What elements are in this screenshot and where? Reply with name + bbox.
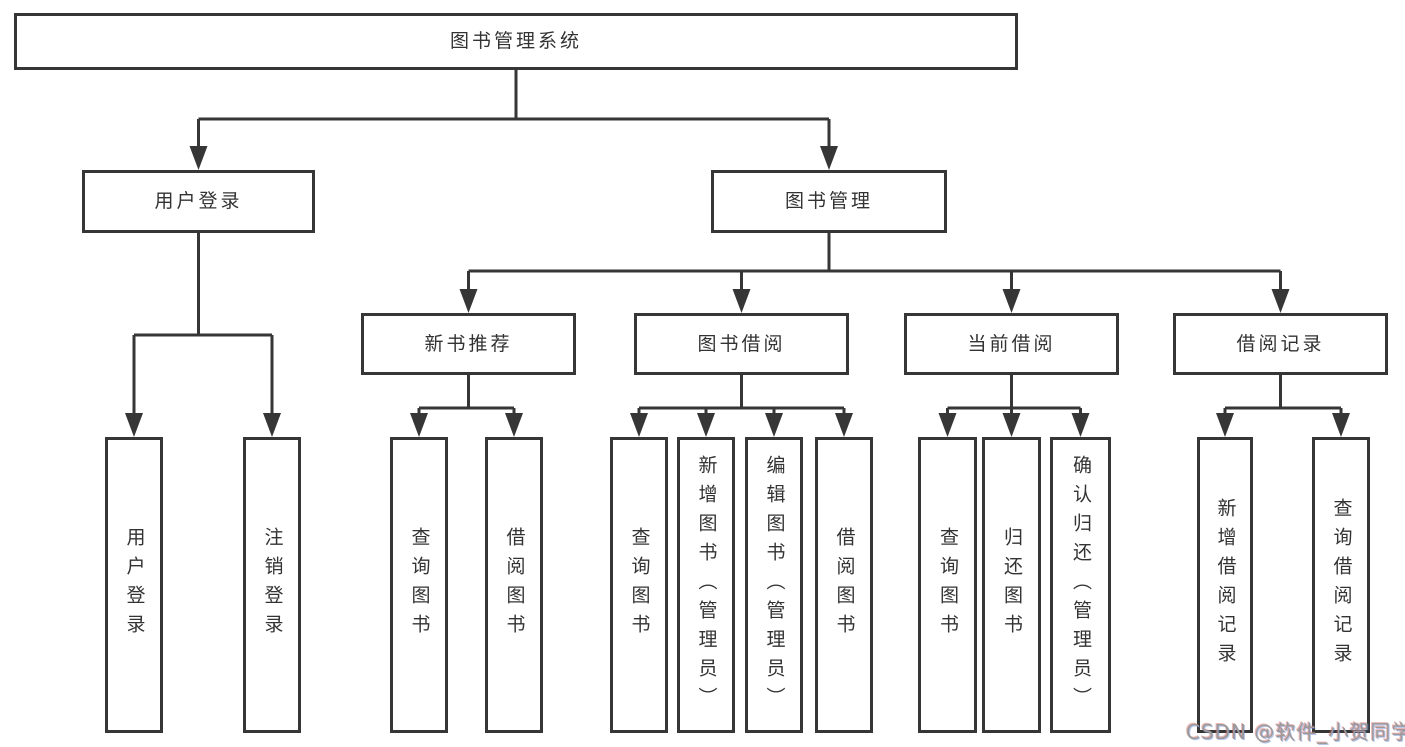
leaf-query-borrow-record-label: 查询借阅记录 xyxy=(1330,498,1353,672)
node-book-management-label: 图书管理 xyxy=(784,190,873,213)
node-book-borrowing-label: 图书借阅 xyxy=(697,332,786,355)
arrowhead-down-icon xyxy=(410,413,428,437)
connector-user-login xyxy=(125,233,281,437)
arrowhead-down-icon xyxy=(189,146,208,170)
node-book-borrowing: 图书借阅 xyxy=(634,313,849,375)
connector-root xyxy=(189,70,838,170)
arrowhead-down-icon xyxy=(938,413,957,437)
arrowhead-down-icon xyxy=(630,413,648,437)
connector-new-book-recommend xyxy=(410,375,523,437)
leaf-user-login-label: 用户登录 xyxy=(123,527,146,643)
node-new-book-recommend: 新书推荐 xyxy=(361,313,576,375)
node-user-login: 用户登录 xyxy=(82,170,315,233)
leaf-add-book-admin-label: 新增图书（管理员） xyxy=(695,454,718,716)
leaf-query-borrow-record: 查询借阅记录 xyxy=(1312,437,1370,733)
leaf-confirm-return-admin-label: 确认归还（管理员） xyxy=(1070,454,1092,716)
connector-book-borrowing xyxy=(630,375,853,437)
arrowhead-down-icon xyxy=(1071,413,1090,437)
leaf-add-borrow-record-label: 新增借阅记录 xyxy=(1214,498,1237,672)
arrowhead-down-icon xyxy=(697,413,715,437)
node-current-borrowing-label: 当前借阅 xyxy=(967,332,1056,355)
arrowhead-down-icon xyxy=(820,146,838,170)
leaf-borrow-book-label: 借阅图书 xyxy=(833,527,856,643)
node-user-login-label: 用户登录 xyxy=(154,190,243,213)
arrowhead-down-icon xyxy=(1216,413,1234,437)
leaf-return-book: 归还图书 xyxy=(982,437,1041,733)
leaf-borrow-book: 借阅图书 xyxy=(815,437,873,733)
leaf-user-login: 用户登录 xyxy=(105,437,163,733)
node-root-label: 图书管理系统 xyxy=(449,30,582,53)
node-borrowing-records: 借阅记录 xyxy=(1173,313,1388,375)
arrowhead-down-icon xyxy=(765,413,783,437)
leaf-borrow-book-recommend-label: 借阅图书 xyxy=(503,527,526,643)
connector-borrowing-records xyxy=(1216,375,1350,437)
csdn-watermark: CSDN @软件_小贺同学 xyxy=(1186,720,1405,744)
arrowhead-down-icon xyxy=(1332,413,1350,437)
node-root-system: 图书管理系统 xyxy=(14,13,1018,70)
leaf-confirm-return-admin: 确认归还（管理员） xyxy=(1050,437,1111,733)
leaf-query-current-borrow: 查询图书 xyxy=(918,437,977,733)
leaf-query-book-borrowing: 查询图书 xyxy=(610,437,668,733)
node-book-management: 图书管理 xyxy=(711,170,947,233)
leaf-add-borrow-record: 新增借阅记录 xyxy=(1197,437,1253,733)
leaf-return-book-label: 归还图书 xyxy=(1001,527,1023,643)
leaf-edit-book-admin: 编辑图书（管理员） xyxy=(745,437,803,733)
connector-book-management xyxy=(459,233,1290,313)
node-new-book-recommend-label: 新书推荐 xyxy=(424,332,513,355)
leaf-logout: 注销登录 xyxy=(243,437,301,733)
node-current-borrowing: 当前借阅 xyxy=(904,313,1119,375)
arrowhead-down-icon xyxy=(459,289,478,313)
leaf-logout-label: 注销登录 xyxy=(261,527,284,643)
leaf-edit-book-admin-label: 编辑图书（管理员） xyxy=(763,454,786,716)
arrowhead-down-icon xyxy=(732,289,751,313)
leaf-query-current-borrow-label: 查询图书 xyxy=(937,527,959,643)
arrowhead-down-icon xyxy=(835,413,853,437)
arrowhead-down-icon xyxy=(263,413,281,437)
arrowhead-down-icon xyxy=(1002,289,1021,313)
node-borrowing-records-label: 借阅记录 xyxy=(1236,332,1325,355)
arrowhead-down-icon xyxy=(505,413,523,437)
arrowhead-down-icon xyxy=(125,413,143,437)
arrowhead-down-icon xyxy=(1002,413,1021,437)
leaf-query-book-recommend-label: 查询图书 xyxy=(408,527,431,643)
connector-current-borrowing xyxy=(938,375,1090,437)
leaf-query-book-recommend: 查询图书 xyxy=(390,437,448,733)
leaf-add-book-admin: 新增图书（管理员） xyxy=(677,437,735,733)
leaf-borrow-book-recommend: 借阅图书 xyxy=(485,437,543,733)
arrowhead-down-icon xyxy=(1271,289,1290,313)
leaf-query-book-borrowing-label: 查询图书 xyxy=(628,527,651,643)
